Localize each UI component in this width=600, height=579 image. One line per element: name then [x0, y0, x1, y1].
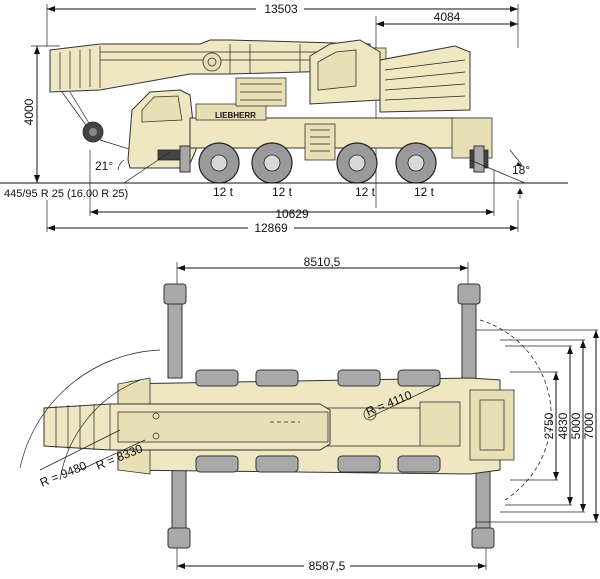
wheelbase-dimension: 10629 [89, 150, 495, 221]
height-dimension: 4000 [22, 45, 60, 183]
wheelbase-label: 10629 [275, 207, 309, 221]
tyre-spec-label: 445/95 R 25 (16.00 R 25) [4, 188, 128, 200]
front-overhang-dimension: 4084 [375, 10, 518, 208]
outer-swing-dash [479, 319, 552, 501]
carrier-length-dimension: 12869 [46, 200, 519, 235]
axle-load-2: 12 t [272, 185, 293, 199]
departure-angle-label: 18° [512, 163, 530, 177]
width-dimensions: 2750 4830 5000 7000 [476, 329, 599, 523]
departure-angle: 18° [469, 149, 530, 198]
boom-side [49, 39, 387, 93]
carrier-cab [127, 89, 197, 169]
superstructure [235, 39, 471, 113]
width-label-5000: 5000 [569, 412, 583, 439]
outrigger-span-bottom-dimension: 8587,5 [176, 548, 487, 573]
outrigger-span-bottom-label: 8587,5 [309, 559, 346, 573]
boom-radius-outer-label: R = 9480 [38, 458, 89, 489]
axle-load-3: 12 t [355, 185, 376, 199]
rear-outrigger-side [473, 145, 485, 173]
width-label-2750: 2750 [542, 412, 556, 439]
wheels-side [198, 142, 437, 184]
width-label-4830: 4830 [556, 412, 570, 439]
top-view: 8510,5 8587,5 [19, 255, 599, 573]
outriggers-top [163, 283, 495, 549]
axle-load-4: 12 t [414, 185, 435, 199]
tyres-top [195, 369, 441, 473]
outrigger-span-top-dimension: 8510,5 [176, 255, 469, 290]
approach-angle: 21° [95, 151, 171, 184]
outrigger-span-top-label: 8510,5 [304, 255, 341, 269]
brand-label: LIEBHERR [215, 111, 256, 120]
overall-length-dimension: 13503 [46, 1, 519, 48]
axle-loads: 12 t 12 t 12 t 12 t [213, 185, 435, 199]
height-label: 4000 [22, 98, 36, 125]
front-overhang-label: 4084 [434, 10, 461, 24]
approach-angle-label: 21° [95, 159, 113, 173]
carrier-length-label: 12869 [254, 221, 288, 235]
axle-load-1: 12 t [213, 185, 234, 199]
carrier-chassis: LIEBHERR [189, 103, 493, 169]
width-label-7000: 7000 [582, 412, 596, 439]
overall-length-label: 13503 [264, 2, 298, 16]
boom-top [43, 403, 331, 451]
front-outrigger-side [179, 145, 191, 173]
side-view: 13503 4084 4000 [0, 1, 568, 235]
